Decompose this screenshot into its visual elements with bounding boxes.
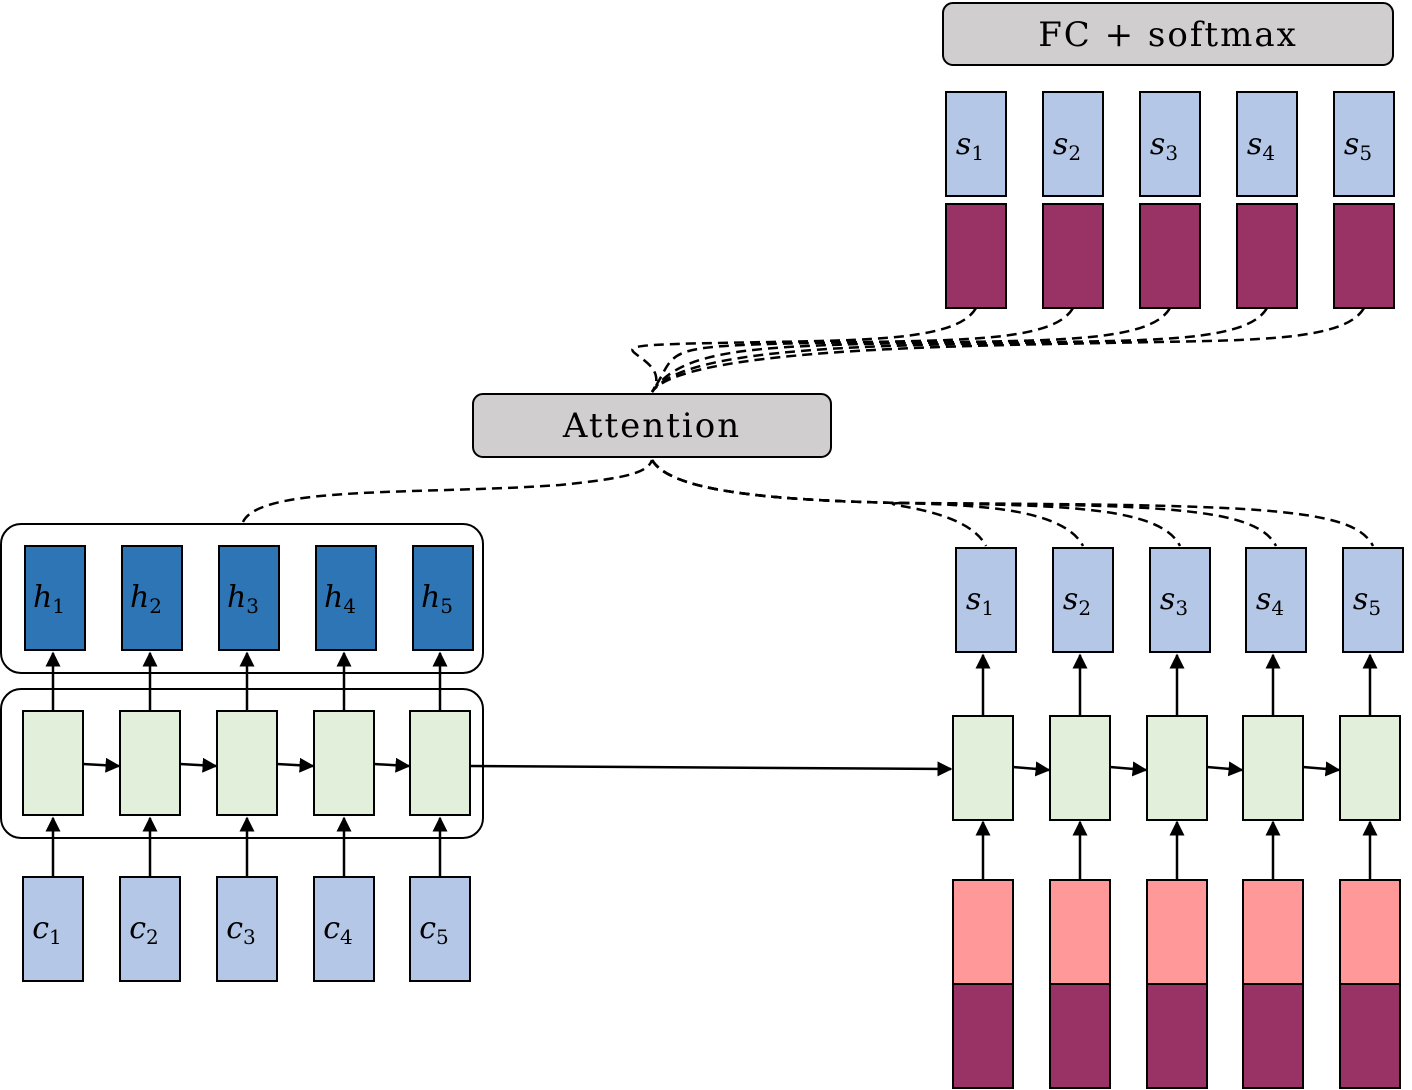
encoder-hidden-label: h5 — [421, 580, 453, 618]
decoder-pink-cell — [1146, 879, 1208, 985]
encoder-hidden-group — [0, 523, 484, 674]
encoder-recurrent-arrow — [82, 757, 121, 773]
attention-label: Attention — [562, 406, 741, 446]
encoder-rnn-group — [0, 688, 484, 839]
decoder-state-label: s1 — [966, 582, 994, 620]
encoder-recurrent-arrow — [276, 757, 315, 773]
decoder-rnn-cell — [1339, 715, 1401, 821]
encoder-hidden-label: h3 — [227, 580, 259, 618]
fc-softmax-label: FC + softmax — [1038, 15, 1298, 55]
decoder-rnn-cell — [1146, 715, 1208, 821]
top-state-label: s2 — [1053, 127, 1081, 165]
decoder-rnn-cell — [952, 715, 1014, 821]
encoder-input-label: c5 — [419, 911, 449, 949]
top-state-cell — [1236, 91, 1298, 197]
top-maroon-cell — [1139, 203, 1201, 309]
fc-softmax-block: FC + softmax — [942, 2, 1394, 66]
top-state-cell — [1042, 91, 1104, 197]
top-state-label: s4 — [1247, 127, 1275, 165]
top-maroon-cell — [945, 203, 1007, 309]
top-state-label: s5 — [1344, 127, 1372, 165]
decoder-state-label: s4 — [1256, 582, 1284, 620]
top-maroon-cell — [1042, 203, 1104, 309]
decoder-maroon-cell — [1146, 983, 1208, 1089]
decoder-state-cell — [1149, 547, 1211, 653]
attention-output-link — [631, 307, 978, 393]
attention-output-link — [650, 307, 1366, 393]
encoder-input-label: c3 — [226, 911, 256, 949]
decoder-recurrent-arrow — [1012, 761, 1051, 777]
top-maroon-cell — [1236, 203, 1298, 309]
encoder-input-label: c1 — [32, 911, 62, 949]
encoder-recurrent-arrow — [373, 757, 411, 773]
encoder-input-label: c4 — [323, 911, 353, 949]
encoder-input-cell — [409, 876, 471, 982]
top-state-cell — [1139, 91, 1201, 197]
decoder-pink-cell — [1049, 879, 1111, 985]
top-maroon-cell — [1333, 203, 1395, 309]
encoder-input-cell — [216, 876, 278, 982]
decoder-recurrent-arrow — [1206, 761, 1244, 777]
encoder-rnn-cell — [22, 710, 84, 816]
encoder-rnn-cell — [313, 710, 375, 816]
attention-decoder-link — [650, 459, 1375, 547]
encoder-hidden-cell — [412, 545, 474, 651]
attention-block: Attention — [472, 393, 832, 458]
encoder-rnn-cell — [216, 710, 278, 816]
encoder-rnn-cell — [409, 710, 471, 816]
decoder-pink-cell — [1242, 879, 1304, 985]
decoder-state-label: s3 — [1160, 582, 1188, 620]
top-state-cell — [945, 91, 1007, 197]
top-state-cell — [1333, 91, 1395, 197]
encoder-input-cell — [22, 876, 84, 982]
encoder-hidden-cell — [218, 545, 280, 651]
encoder-hidden-label: h2 — [130, 580, 162, 618]
encoder-recurrent-arrow — [179, 757, 218, 773]
top-state-label: s3 — [1150, 127, 1178, 165]
decoder-maroon-cell — [1242, 983, 1304, 1089]
connection-lines — [45, 307, 1378, 880]
decoder-state-cell — [1052, 547, 1114, 653]
encoder-hidden-label: h4 — [324, 580, 356, 618]
encoder-input-label: c2 — [129, 911, 159, 949]
encoder-rnn-cell — [119, 710, 181, 816]
encoder-hidden-cell — [121, 545, 183, 651]
encoder-attention-link — [241, 459, 654, 523]
decoder-recurrent-arrow — [1109, 761, 1148, 777]
decoder-state-label: s5 — [1353, 582, 1381, 620]
decoder-state-cell — [1245, 547, 1307, 653]
top-state-label: s1 — [956, 127, 984, 165]
decoder-rnn-cell — [1049, 715, 1111, 821]
encoder-hidden-cell — [315, 545, 377, 651]
attention-output-link — [650, 307, 1269, 393]
decoder-recurrent-arrow — [1302, 761, 1341, 777]
attention-output-link — [650, 307, 1075, 393]
decoder-pink-cell — [952, 879, 1014, 985]
decoder-state-label: s2 — [1063, 582, 1091, 620]
attention-output-link — [650, 307, 1172, 393]
context-arrow — [469, 761, 953, 777]
encoder-hidden-cell — [24, 545, 86, 651]
encoder-hidden-label: h1 — [33, 580, 65, 618]
encoder-input-cell — [119, 876, 181, 982]
decoder-maroon-cell — [952, 983, 1014, 1089]
decoder-pink-cell — [1339, 879, 1401, 985]
decoder-rnn-cell — [1242, 715, 1304, 821]
decoder-maroon-cell — [1049, 983, 1111, 1089]
encoder-input-cell — [313, 876, 375, 982]
cells: s1 s2 s3 s4 s5 h1 h2 h3 h4 h5 c1 c2 c3 c4 c5 s1 s2 s3 s4 s5 — [22, 91, 1404, 1089]
decoder-state-cell — [955, 547, 1017, 653]
decoder-state-cell — [1342, 547, 1404, 653]
decoder-maroon-cell — [1339, 983, 1401, 1089]
